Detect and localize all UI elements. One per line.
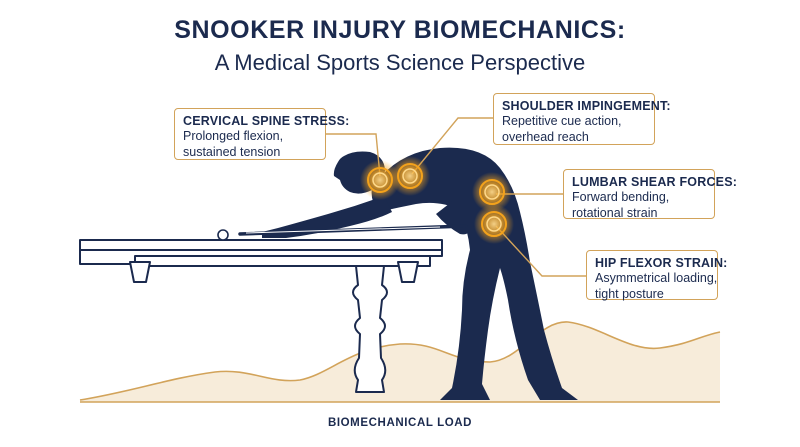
leader-shoulder xyxy=(411,117,493,175)
hotspot-hip xyxy=(474,204,514,244)
load-wave-line xyxy=(79,321,721,401)
callout-title: CERVICAL SPINE STRESS: xyxy=(183,114,350,128)
leader-hip xyxy=(495,225,586,277)
hotspot-cervical xyxy=(360,160,400,200)
callout-text: Forward bending, xyxy=(572,190,670,204)
hotspot-lumbar xyxy=(472,172,512,212)
callout-text: Repetitive cue action, xyxy=(502,114,622,128)
cue-ball xyxy=(217,229,229,241)
callout-hip-flexor: HIP FLEXOR STRAIN: Asymmetrical loading,… xyxy=(586,250,728,301)
table-apron xyxy=(134,255,431,267)
load-wave xyxy=(79,321,721,403)
callout-lumbar-shear: LUMBAR SHEAR FORCES: Forward bending, ro… xyxy=(563,169,738,220)
snooker-table xyxy=(79,229,443,393)
stress-hotspots xyxy=(360,156,514,244)
hotspot-shoulder xyxy=(390,156,430,196)
callout-text: sustained tension xyxy=(183,145,281,159)
callout-cervical-spine: CERVICAL SPINE STRESS: Prolonged flexion… xyxy=(174,108,350,160)
cue-highlight xyxy=(245,226,441,234)
callout-title: SHOULDER IMPINGEMENT: xyxy=(502,99,671,113)
table-corner-right xyxy=(397,261,419,283)
callout-text: overhead reach xyxy=(502,130,589,144)
callout-text: Prolonged flexion, xyxy=(183,129,284,143)
page-title: SNOOKER INJURY BIOMECHANICS: xyxy=(174,16,626,44)
callout-text: Asymmetrical loading, xyxy=(595,271,718,285)
callout-shoulder-impingement: SHOULDER IMPINGEMENT: Repetitive cue act… xyxy=(493,93,671,145)
table-leg xyxy=(352,265,388,393)
callout-text: tight posture xyxy=(595,287,664,301)
table-corner-left xyxy=(129,261,151,283)
snooker-cue xyxy=(238,224,468,236)
player-bridge-arm xyxy=(262,196,392,238)
page-subtitle: A Medical Sports Science Perspective xyxy=(214,50,586,75)
load-axis-label: BIOMECHANICAL LOAD xyxy=(327,417,473,429)
load-wave-fill xyxy=(80,321,720,402)
callout-text: rotational strain xyxy=(572,206,658,220)
player-body xyxy=(371,147,578,400)
callout-title: LUMBAR SHEAR FORCES: xyxy=(572,175,738,189)
callout-title: HIP FLEXOR STRAIN: xyxy=(595,256,728,270)
table-top xyxy=(79,239,443,251)
